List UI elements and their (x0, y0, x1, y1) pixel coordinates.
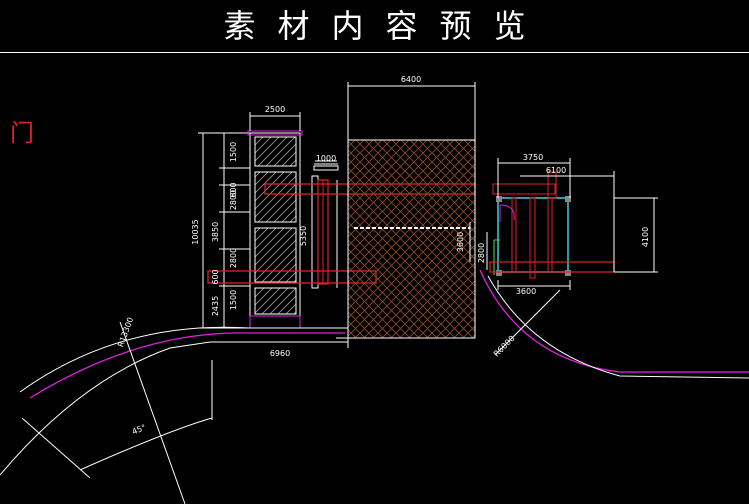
gate-column (311, 160, 339, 289)
dim-6400-lines (347, 82, 476, 140)
angle-construction (21, 321, 213, 504)
dim-6400: 6400 (401, 75, 421, 84)
dim-1500-bottom: 1500 (229, 290, 238, 310)
dim-1500-top: 1500 (229, 142, 238, 162)
angle-45: 45° (131, 423, 148, 437)
dim-3600-vertical: 3600 (456, 232, 465, 252)
dim-3850: 3850 (211, 222, 220, 242)
door-label: 门 (10, 119, 34, 147)
dim-3600-horizontal: 3600 (516, 287, 536, 296)
dim-4100: 4100 (641, 227, 650, 247)
dim-600-top: 600 (229, 182, 238, 197)
dim-2500-lines (249, 112, 301, 131)
dim-6100: 6100 (546, 166, 566, 175)
header-separator (0, 52, 749, 53)
left-dimension-chain (198, 132, 250, 329)
dim-2800-lower: 2800 (229, 248, 238, 268)
header-bar: 素材内容预览 (0, 0, 749, 53)
guard-house (489, 171, 615, 279)
dim-6960: 6960 (270, 349, 290, 358)
radius-13300: R13300 (116, 316, 135, 348)
dim-10035: 10035 (191, 219, 200, 244)
left-building (247, 130, 303, 329)
page-title: 素材内容预览 (223, 7, 548, 45)
dim-2800-guard: 2800 (477, 243, 486, 263)
dim-2500: 2500 (265, 105, 285, 114)
right-dimension-lines (469, 158, 658, 290)
dim-2800-upper: 2800 (229, 190, 238, 210)
dim-3750: 3750 (523, 153, 543, 162)
curved-roads (0, 269, 749, 476)
central-plaza (347, 139, 476, 339)
radius-leaders (494, 289, 561, 356)
dim-2435: 2435 (211, 296, 220, 316)
dim-1000: 1000 (316, 154, 336, 163)
radius-6000: R6000 (492, 334, 517, 359)
dim-5350: 5350 (299, 226, 308, 246)
dim-600-bottom: 600 (211, 269, 220, 284)
